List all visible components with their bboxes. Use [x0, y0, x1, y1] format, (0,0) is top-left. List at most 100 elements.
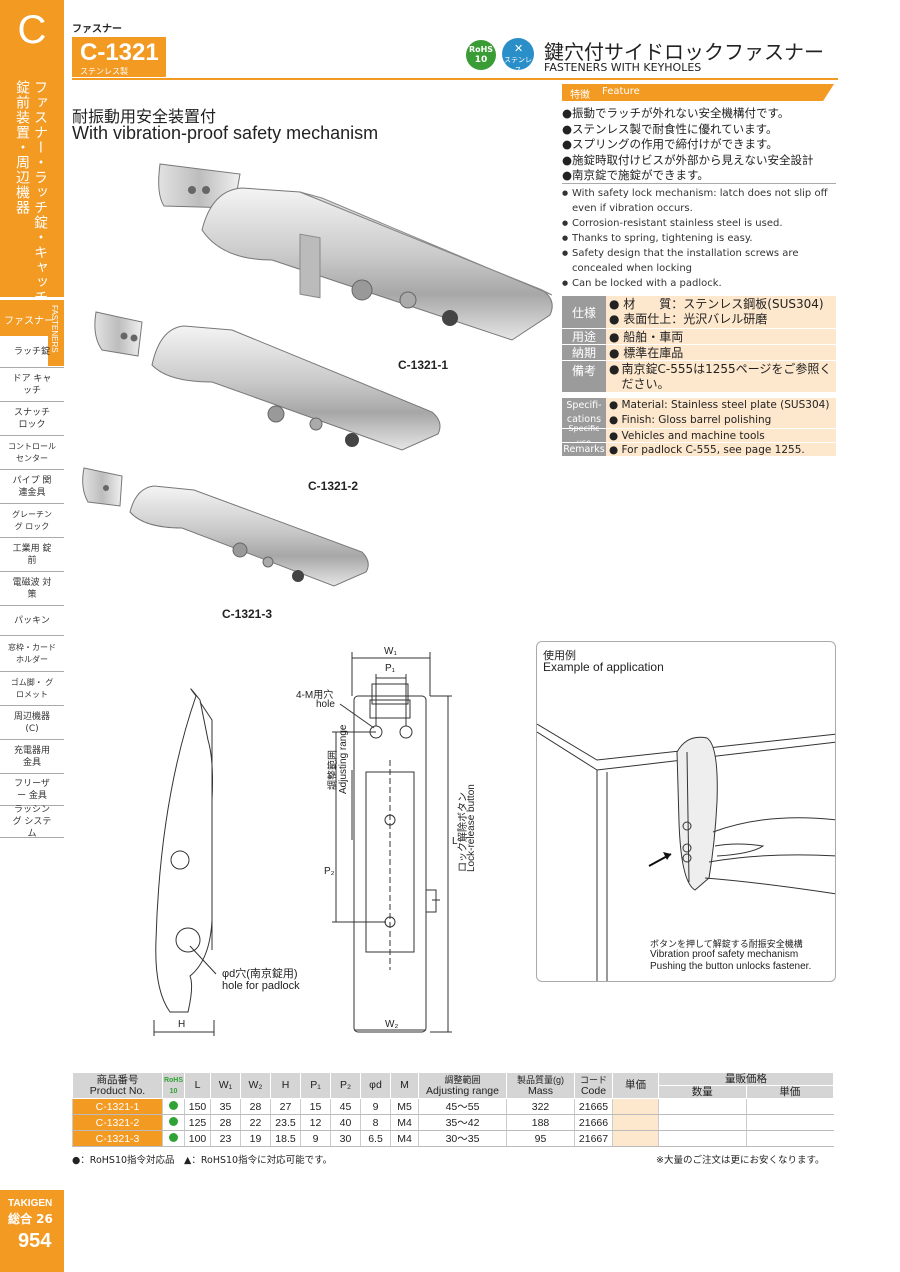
category-title-line1: ファスナー・ラッチ錠・キャッチ: [32, 80, 48, 305]
feature-text: 施錠時取付けビスが外部から見えない安全設計: [572, 152, 814, 167]
sidebar-item-label: ラッチ錠: [13, 346, 50, 357]
page-title-en: FASTENERS WITH KEYHOLES: [544, 61, 702, 74]
sidebar-item-label: 電磁波 対策: [12, 577, 52, 600]
cell-l: 150: [184, 1098, 211, 1115]
rohs-dot-icon: [169, 1132, 178, 1142]
sidebar-item-rubber-feet[interactable]: ゴム脚・ グロメット: [0, 672, 64, 706]
section-letter: C: [17, 8, 47, 52]
application-caption-jp: ボタンを押して解錠する耐振安全機構: [650, 940, 803, 950]
sidebar-item-label: スナッチ ロック: [13, 407, 50, 430]
sidebar-item-latch[interactable]: ラッチ錠: [0, 336, 64, 368]
sidebar-item-door-catch[interactable]: ドア キャッチ: [0, 368, 64, 402]
th-l: L: [184, 1072, 211, 1099]
brand-name: TAKIGEN: [8, 1198, 53, 1209]
sidebar-item-peripherals[interactable]: 周辺機器 (C): [0, 706, 64, 740]
th-d: φd: [360, 1072, 391, 1099]
list-item: ●南京錠で施錠ができます。: [562, 168, 709, 182]
dim-lock-en: Lock-release button: [466, 784, 477, 872]
cell-vol-price: [745, 1130, 834, 1147]
section-title-en: With vibration-proof safety mechanism: [72, 123, 379, 143]
cell-w2: 28: [240, 1098, 271, 1115]
cell-p2: 40: [330, 1114, 361, 1131]
th-m: M: [390, 1072, 419, 1099]
sidebar-item-freezer[interactable]: フリーザー 金具: [0, 774, 64, 806]
dim-w2: W₂: [385, 1019, 399, 1030]
application-illustration: [537, 723, 835, 981]
sidebar-item-charger[interactable]: 充電器用 金具: [0, 740, 64, 774]
spec-text: 表面仕上：光沢バレル研磨: [623, 312, 768, 326]
th-qty: 数量: [658, 1085, 747, 1099]
th-volume-price: 量販価格: [658, 1072, 834, 1086]
sidebar-item-fasteners[interactable]: ファスナー: [0, 300, 64, 336]
th-unit-price: 単価: [612, 1072, 659, 1099]
feature-label-jp: 特徴: [570, 90, 590, 101]
product-material: ステンレス製: [80, 67, 128, 76]
rohs-badge-label: RoHS: [468, 45, 494, 54]
header-category: ファスナー: [72, 24, 122, 35]
sidebar-item-grating-lock[interactable]: グレーチング ロック: [0, 504, 64, 538]
th-text: Product No.: [89, 1084, 146, 1097]
stainless-badge-icon: ✕ ステンレス: [502, 38, 534, 74]
sidebar-item-packing[interactable]: パッキン: [0, 606, 64, 636]
cell-unit-price: [612, 1114, 659, 1131]
th-vol-unit-price: 単価: [745, 1085, 834, 1099]
page-title-jp: 鍵穴付サイドロックファスナー: [544, 40, 824, 64]
sparkle-icon: ✕: [514, 42, 524, 55]
th-w1: W₁: [210, 1072, 241, 1099]
cell-rohs: [162, 1098, 185, 1115]
section-title-jp: 耐振動用安全装置付: [72, 107, 217, 126]
spec-text: Finish: Gloss barrel polishing: [621, 414, 772, 426]
dim-hole-en: hole: [316, 699, 335, 710]
dim-adjust-en: Adjusting range: [338, 724, 349, 795]
th-h: H: [270, 1072, 301, 1099]
feature-text: 振動でラッチが外れない安全機構付です。: [572, 106, 790, 120]
spec-line: ● 表面仕上：光沢バレル研磨: [609, 312, 768, 326]
spec-text: Vehicles and machine tools: [621, 430, 765, 442]
th-text: コード: [579, 1074, 607, 1085]
dim-p2: P₂: [324, 866, 335, 877]
cell-p2: 45: [330, 1098, 361, 1115]
sidebar-item-window-card[interactable]: 窓枠・カード ホルダー: [0, 636, 64, 672]
header-divider: [72, 78, 838, 80]
sidebar-item-industrial-lock[interactable]: 工業用 錠前: [0, 538, 64, 572]
sidebar-item-label: ファスナー: [4, 316, 54, 327]
cell-adjust: 45〜55: [418, 1098, 507, 1115]
spec-text: 材 質：ステンレス鋼板(SUS304): [623, 297, 824, 311]
sidebar-item-pipe[interactable]: パイプ 関連金具: [0, 470, 64, 504]
product-image-c1321-1: [158, 163, 553, 341]
footnote-rohs: ●：RoHS10指令対応品 ▲：RoHS10指令に対応可能です。: [72, 1155, 333, 1166]
application-title-jp: 使用例: [543, 649, 576, 662]
cell-code: 21666: [574, 1114, 613, 1131]
th-p2: P₂: [330, 1072, 361, 1099]
sidebar-item-snatch-lock[interactable]: スナッチ ロック: [0, 402, 64, 436]
spec-label: Specific use: [562, 424, 606, 447]
cell-code: 21667: [574, 1130, 613, 1147]
sidebar-item-label: コントロール センター: [8, 441, 56, 463]
cell-w2: 22: [240, 1114, 271, 1131]
table-row: C-1321-3 100 23 19 18.5 9 30 6.5 M4 30〜3…: [72, 1130, 834, 1147]
th-rohs: RoHS 10: [162, 1072, 185, 1099]
cell-h: 18.5: [270, 1130, 301, 1147]
cell-w1: 35: [210, 1098, 241, 1115]
sidebar-item-control-center[interactable]: コントロール センター: [0, 436, 64, 470]
list-item: ●With safety lock mechanism: latch does …: [562, 186, 840, 216]
spec-text: For padlock C-555, see page 1255.: [621, 444, 805, 456]
th-text: 商品番号: [96, 1073, 139, 1086]
cell-l: 100: [184, 1130, 211, 1147]
sidebar-item-label: ゴム脚・ グロメット: [10, 677, 54, 699]
th-text: Mass: [527, 1084, 554, 1097]
stainless-badge-label: ステンレス: [504, 56, 532, 74]
sidebar-item-label: パッキン: [14, 615, 50, 626]
sidebar-footer-block: [0, 1190, 64, 1272]
cell-w1: 28: [210, 1114, 241, 1131]
dim-padlock-en: hole for padlock: [222, 980, 300, 992]
cell-h: 23.5: [270, 1114, 301, 1131]
sidebar-item-lashing[interactable]: ラッシング システム: [0, 805, 64, 839]
sidebar-item-label: パイプ 関連金具: [12, 475, 52, 498]
list-item: ●Thanks to spring, tightening is easy.: [562, 233, 753, 244]
cell-code: 21665: [574, 1098, 613, 1115]
cell-l: 125: [184, 1114, 211, 1131]
sidebar-item-emi[interactable]: 電磁波 対策: [0, 572, 64, 606]
